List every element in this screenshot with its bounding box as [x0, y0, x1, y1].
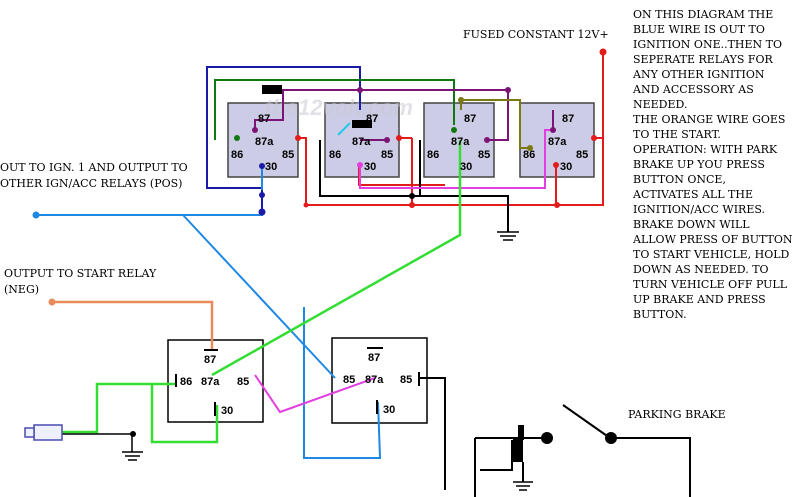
operation-notes: ON THIS DIAGRAM THE BLUE WIRE IS OUT TO IG… — [632, 8, 793, 321]
note-line: BRAKE UP YOU PRESS — [633, 158, 765, 171]
r6-pin-30: 30 — [383, 404, 395, 416]
watermark: the12volt.com — [265, 95, 413, 120]
note-line: SEPERATE RELAYS FOR — [633, 53, 774, 66]
r4-pin-86: 86 — [523, 149, 535, 161]
parking-brake-lever — [562, 404, 611, 439]
start-relay-label-1: OUTPUT TO START RELAY — [4, 267, 157, 280]
note-line: OPERATION: WITH PARK — [633, 143, 778, 156]
r5-pin-85: 85 — [237, 376, 249, 388]
push-button-switch-icon[interactable] — [24, 424, 63, 441]
note-line: BRAKE DOWN WILL — [633, 218, 750, 231]
parking-brake-label: PARKING BRAKE — [628, 408, 726, 421]
r4-pin-87: 87 — [562, 113, 574, 125]
note-line: ALLOW PRESS OF BUTTON — [632, 233, 793, 246]
r2-pin-85: 85 — [381, 149, 393, 161]
note-line: AND ACCESSORY AS — [632, 83, 754, 96]
r3-pin-86: 86 — [427, 149, 439, 161]
r5-pin-87a: 87a — [201, 376, 220, 388]
r4-pin-30: 30 — [560, 161, 572, 173]
note-line: TURN VEHICLE OFF PULL — [633, 278, 788, 291]
note-line: DOWN AS NEEDED. TO — [633, 263, 769, 276]
wire-blue-diagonal — [182, 214, 336, 379]
connection-dots — [32, 48, 607, 437]
r3-pin-87a: 87a — [451, 136, 470, 148]
wire-brake-box — [480, 440, 513, 471]
r4-pin-85: 85 — [576, 149, 588, 161]
wire-black-switch — [60, 433, 133, 452]
wire-purple-r3 — [487, 90, 509, 141]
r3-pin-87: 87 — [464, 113, 476, 125]
wire-green-switch — [60, 382, 175, 434]
r6-pin-85: 85 — [400, 374, 412, 386]
wire-olive — [460, 99, 530, 149]
r1-pin-86: 86 — [231, 149, 243, 161]
note-line: UP BRAKE AND PRESS — [633, 293, 766, 306]
r5-pin-30: 30 — [221, 405, 233, 417]
r1-pin-30: 30 — [265, 161, 277, 173]
r2-pin-87: 87 — [366, 113, 378, 125]
note-line: IGNITION/ACC WIRES. — [633, 203, 765, 216]
wire-orange-start — [52, 300, 214, 350]
wire-magenta-bottom — [254, 374, 376, 414]
note-line: ON THIS DIAGRAM THE — [633, 8, 773, 21]
brake-pivot-dot — [605, 432, 617, 444]
r1-pin-85: 85 — [282, 149, 294, 161]
note-line: BLUE WIRE IS OUT TO — [633, 23, 765, 36]
wire-green-diagonal — [211, 140, 462, 377]
brake-contact-dot — [541, 432, 553, 444]
r6-pin-87: 87 — [368, 352, 380, 364]
wire-brake-right — [610, 437, 691, 497]
r6-pin-85-left: 85 — [343, 374, 355, 386]
r4-pin-87a: 87a — [548, 136, 567, 148]
wire-blue-30 — [303, 307, 382, 459]
note-line: BUTTON. — [633, 308, 687, 321]
r2-pin-87a: 87a — [352, 136, 371, 148]
note-line: IGNITION ONE..THEN TO — [633, 38, 782, 51]
note-line: TO THE START. — [633, 128, 721, 141]
r2-pin-86: 86 — [329, 149, 341, 161]
r1-pin-87: 87 — [258, 113, 270, 125]
ground-symbol-3 — [513, 481, 533, 491]
out-ign-label-1: OUT TO IGN. 1 AND OUTPUT TO — [0, 161, 188, 174]
r5-pin-87: 87 — [204, 354, 216, 366]
note-line: ACTIVATES ALL THE — [632, 188, 753, 201]
note-line: ANY OTHER IGNITION — [632, 68, 765, 81]
brake-switch-body — [513, 438, 523, 462]
ground-symbol-1 — [497, 231, 519, 241]
note-line: THE ORANGE WIRE GOES — [633, 113, 785, 126]
r1-pin-87a: 87a — [255, 136, 274, 148]
r3-pin-30: 30 — [460, 161, 472, 173]
relay-6 — [331, 337, 428, 424]
r6-pin-87a: 87a — [365, 374, 384, 386]
wire-green-loop — [150, 384, 219, 444]
fused-constant-label: FUSED CONSTANT 12V+ — [463, 28, 609, 41]
out-ign-label-2: OTHER IGN/ACC RELAYS (POS) — [0, 177, 182, 190]
wire-dark-green — [214, 79, 455, 140]
diode-2 — [352, 120, 372, 128]
ground-symbol-2 — [122, 451, 143, 461]
start-relay-label-2: (NEG) — [4, 283, 39, 296]
r2-pin-30: 30 — [364, 161, 376, 173]
wire-cyan — [337, 122, 351, 136]
note-line: NEEDED. — [633, 98, 687, 111]
r3-pin-85: 85 — [478, 149, 490, 161]
diode-1 — [262, 85, 282, 94]
wire-black-brake — [420, 377, 446, 490]
note-line: BUTTON ONCE, — [633, 173, 726, 186]
r5-pin-86: 86 — [180, 376, 192, 388]
brake-switch-tab — [518, 425, 524, 440]
note-line: TO START VEHICLE, HOLD — [633, 248, 790, 261]
wire-magenta-top — [359, 129, 556, 189]
